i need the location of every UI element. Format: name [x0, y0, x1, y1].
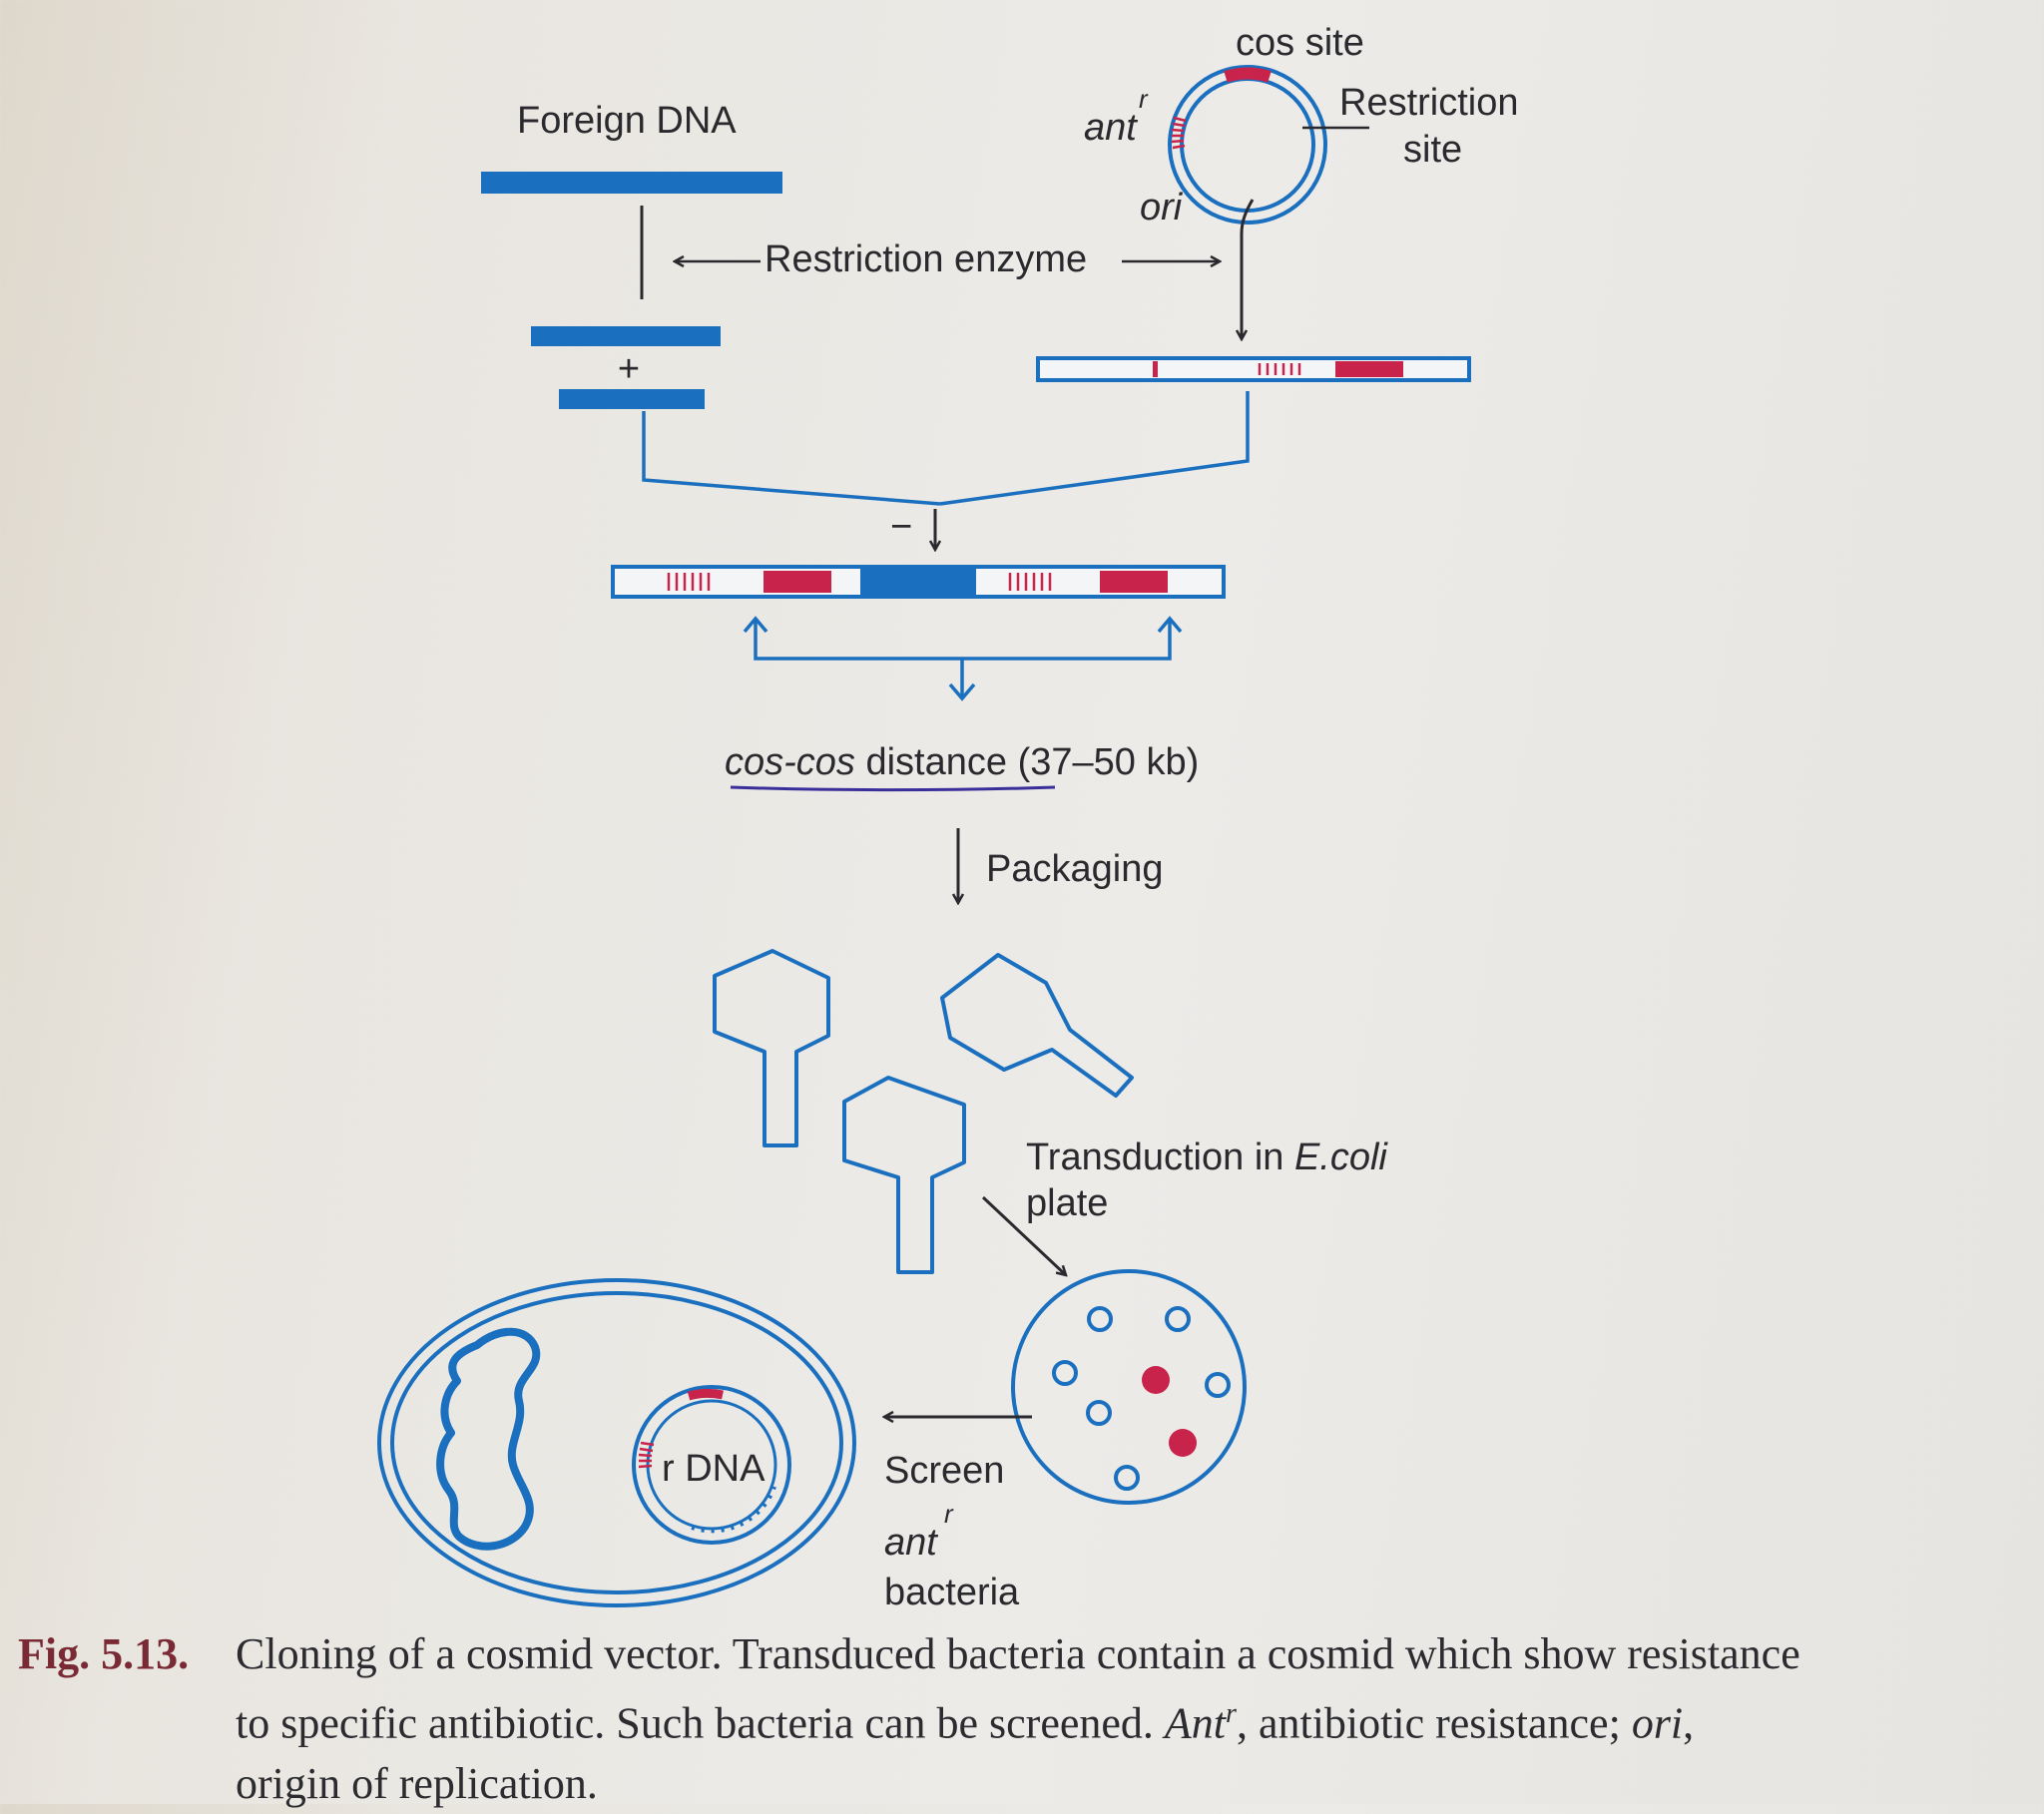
bacteria-label: bacteria [884, 1572, 1020, 1613]
cosmid-cloning-diagram: cos site Restriction site ant r ori Fore… [377, 22, 1519, 1613]
ant-superscript: r [1139, 84, 1149, 114]
handwritten-underline [730, 785, 1056, 792]
caption-line-2: to specific antibiotic. Such bacteria ca… [236, 1698, 1695, 1748]
colony [1205, 1372, 1231, 1398]
phage-particle [713, 949, 830, 1147]
ant-label: ant [1084, 107, 1138, 149]
phage-particle [940, 953, 1134, 1098]
recombinant-cosmid [632, 1385, 791, 1545]
colony [1114, 1465, 1140, 1491]
minus-sign: − [890, 506, 912, 548]
colony [1086, 1400, 1112, 1426]
foreign-dna-bar [481, 172, 782, 194]
bacterium-cell [377, 1278, 856, 1607]
colony [1052, 1360, 1078, 1386]
plus-sign: + [618, 348, 640, 390]
ant-resistance-gene-mark [1171, 116, 1187, 150]
resistant-colony [1169, 1429, 1197, 1457]
foreign-fragment-2 [559, 389, 705, 409]
ori-label: ori [1140, 187, 1184, 228]
colony [1087, 1306, 1113, 1332]
transduction-arrow [981, 1195, 1066, 1275]
insert-dna [860, 569, 976, 595]
cos-site-right [1100, 571, 1168, 593]
figure-number: Fig. 5.13. [18, 1629, 190, 1678]
plate-label: plate [1026, 1182, 1108, 1224]
colony [1165, 1306, 1191, 1332]
recombinant-concatemer [611, 565, 1226, 599]
rdna-label: r DNA [662, 1448, 766, 1490]
foreign-fragment-1 [531, 326, 721, 346]
ligation-connector-left [642, 411, 941, 506]
ligation-connector-right [939, 391, 1250, 506]
screen-label: Screen [884, 1450, 1004, 1492]
phage-particle [842, 1076, 966, 1274]
restriction-label: Restriction [1339, 82, 1519, 124]
cos-site-mark [1224, 67, 1272, 83]
restriction-site-label: site [1403, 129, 1462, 171]
caption-line-3: origin of replication. [236, 1758, 598, 1808]
transduction-label: Transduction in E.coli [1026, 1136, 1388, 1178]
cos-cos-bracket [743, 616, 1183, 701]
restriction-enzyme-label: Restriction enzyme [765, 238, 1087, 280]
screen-ant-superscript: r [944, 1499, 954, 1529]
cos-cos-distance-label: cos-cos distance (37–50 kb) [725, 741, 1199, 783]
cos-site-label: cos site [1236, 22, 1364, 64]
cos-site-left [764, 571, 831, 593]
caption-line-1: Cloning of a cosmid vector. Transduced b… [236, 1629, 1800, 1678]
resistant-colony [1142, 1366, 1170, 1394]
screen-ant-label: ant [884, 1522, 938, 1564]
packaging-label: Packaging [986, 848, 1163, 890]
bacterial-chromosome [436, 1327, 541, 1551]
foreign-dna-label: Foreign DNA [517, 100, 737, 142]
figure-caption: Fig. 5.13. Cloning of a cosmid vector. Tr… [18, 1624, 2024, 1814]
linearized-vector [1036, 356, 1471, 382]
vector-cut-arrow [1242, 199, 1255, 339]
petri-plate [1011, 1269, 1247, 1505]
